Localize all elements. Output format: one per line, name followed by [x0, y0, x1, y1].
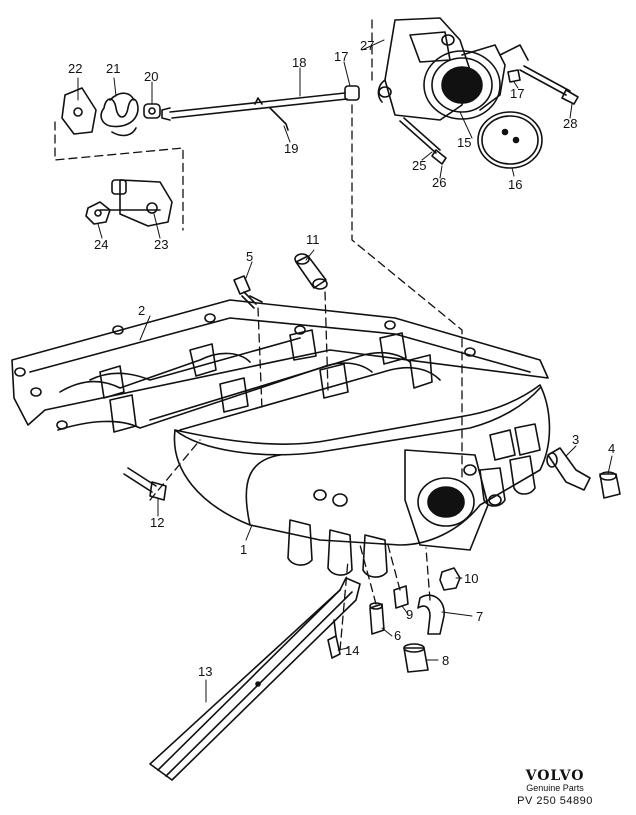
callout-23: 23	[154, 237, 168, 252]
callout-18: 18	[292, 55, 306, 70]
nut-part-10	[439, 567, 461, 591]
nipple-part-6	[369, 602, 385, 635]
callout-22: 22	[68, 61, 82, 76]
brand-subtitle: Genuine Parts	[526, 783, 584, 793]
callout-17-right: 17	[510, 86, 524, 101]
lever-part-22	[61, 87, 97, 135]
callout-7: 7	[476, 609, 483, 624]
hose-fitting-part-3	[546, 447, 591, 491]
callout-2: 2	[138, 303, 145, 318]
callout-5: 5	[246, 249, 253, 264]
hose-elbow-part-7	[417, 594, 445, 635]
callout-1: 1	[240, 542, 247, 557]
bolt-part-12	[123, 467, 167, 501]
callout-20: 20	[144, 69, 158, 84]
manifold-flange-gasket	[11, 299, 549, 426]
bracket-part-23	[99, 179, 173, 227]
volvo-genuine-parts-mark: VOLVO Genuine Parts PV 250 54890	[500, 768, 610, 807]
fitting-part-9	[393, 585, 409, 609]
nut-part-24	[85, 201, 111, 225]
bolt-part-5	[233, 275, 263, 309]
callout-9: 9	[406, 607, 413, 622]
intake-manifold-part	[11, 299, 551, 578]
callout-16: 16	[508, 177, 522, 192]
screw-part-25	[399, 117, 447, 165]
stud-part-14	[327, 619, 341, 659]
callout-17-left: 17	[334, 49, 348, 64]
callout-24: 24	[94, 237, 108, 252]
cap-part-4	[599, 471, 621, 499]
callout-4: 4	[608, 441, 615, 456]
callout-11: 11	[306, 232, 320, 247]
callout-26: 26	[432, 175, 446, 190]
intake-cover-disc	[477, 111, 543, 169]
bushing-part-20	[143, 103, 161, 119]
callout-13: 13	[198, 664, 212, 679]
screw-part-19	[269, 107, 289, 131]
throttle-body-part	[377, 17, 529, 121]
callout-25: 25	[412, 158, 426, 173]
support-stay-part-13	[149, 577, 361, 781]
sleeve-part-11	[294, 253, 328, 290]
callout-14: 14	[345, 643, 359, 658]
callout-10: 10	[464, 571, 478, 586]
callout-leaders	[77, 39, 613, 703]
callout-19: 19	[284, 141, 298, 156]
callout-3: 3	[572, 432, 579, 447]
callout-labels: 1 2 3 4 5 6 7 8 9 10 11 12 13 14 15 16 1…	[68, 38, 615, 679]
callout-21: 21	[106, 61, 120, 76]
brand-logo: VOLVO	[525, 768, 585, 784]
callout-6: 6	[394, 628, 401, 643]
callout-28: 28	[563, 116, 577, 131]
assembly-leader-lines	[54, 19, 463, 651]
plug-part-17-right	[507, 69, 521, 83]
screw-part-28	[519, 65, 579, 105]
spring-part-21	[100, 92, 139, 137]
cap-part-8	[403, 643, 429, 673]
callout-8: 8	[442, 653, 449, 668]
callout-27: 27	[360, 38, 374, 53]
callout-12: 12	[150, 515, 164, 530]
callout-15: 15	[457, 135, 471, 150]
throttle-shaft-part	[161, 85, 360, 121]
diagram-code: PV 250 54890	[517, 795, 593, 807]
